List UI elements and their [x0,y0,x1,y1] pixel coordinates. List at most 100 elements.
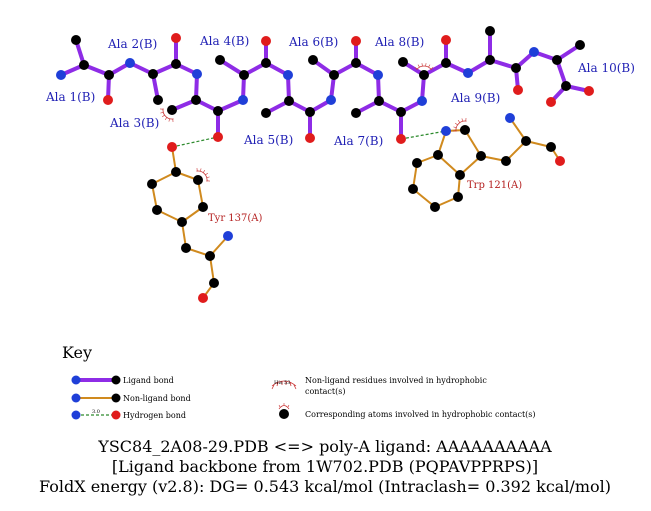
oxygen-atom [546,97,556,107]
oxygen-atom [584,86,594,96]
hydrophobic-arc [455,120,467,132]
key-hbond-atom-o [111,410,121,420]
key-ligand-bond-atom-n [71,375,81,385]
carbon-atom [501,156,511,166]
hydrophobic-arc-tick [206,176,210,178]
residue-label-ala9: Ala 9(B) [450,91,500,105]
carbon-atom [209,278,219,288]
carbon-atom [351,58,361,68]
carbon-atom [171,59,181,69]
residue-label-ala4: Ala 4(B) [199,34,249,48]
oxygen-atom [167,142,177,152]
carbon-atom [552,55,562,65]
carbon-atom [104,70,114,80]
nitrogen-atom [192,69,202,79]
carbon-atom [205,251,215,261]
residue-label-trp121: Trp 121(A) [467,180,522,191]
key-hydrophobic-residues-label-2: contact(s) [305,387,345,396]
hydrophobic-arc-tick [205,172,209,176]
hydrophobic-arc [416,65,432,71]
residue-label-ala1: Ala 1(B) [45,90,95,104]
key-hydrophobic-arc-icon [271,380,297,390]
hydrogen-bond [400,130,447,140]
carbon-atom [305,107,315,117]
key-hbond-distance: 3.0 [92,409,100,415]
carbon-atom [148,69,158,79]
carbon-atom [261,58,271,68]
key-hbond-label: Hydrogen bond [123,411,186,420]
hydrophobic-arc [162,108,174,120]
oxygen-atom [555,156,565,166]
carbon-atom [329,70,339,80]
hydrophobic-arc-tick [164,117,168,121]
nitrogen-atom [505,113,515,123]
carbon-atom [177,217,187,227]
oxygen-atom [261,36,271,46]
carbon-atom [546,142,556,152]
carbon-atom [419,70,429,80]
nitrogen-atom [529,47,539,57]
nitrogen-atom [283,70,293,80]
nitrogen-atom [223,231,233,241]
nitrogen-atom [373,70,383,80]
caption-line-1: YSC84_2A08-29.PDB <=> poly-A ligand: AAA… [97,437,552,456]
carbon-atom [430,202,440,212]
carbon-atom [485,26,495,36]
carbon-atom [79,60,89,70]
hydrophobic-arc-tick [428,64,431,68]
oxygen-atom [396,134,406,144]
key-panel: Key Ligand bond Non-ligand bond 3.0 Hydr… [62,343,536,420]
carbon-atom [171,167,181,177]
carbon-atom [152,205,162,215]
key-hydrophobic-atoms-label: Corresponding atoms involved in hydropho… [305,410,536,419]
key-ligand-bond-atom-c [111,375,121,385]
hydrophobic-arc-tick [421,63,423,67]
hydrophobic-arc-tick [425,63,427,67]
hydrophobic-arc-tick [200,168,202,172]
hydrophobic-arc-tick [161,114,165,118]
oxygen-atom [198,293,208,303]
hydrophobic-arc-tick [430,67,434,70]
key-title: Key [62,343,92,362]
nitrogen-atom [463,68,473,78]
residue-label-ala2: Ala 2(B) [107,37,157,51]
atoms [56,26,594,303]
carbon-atom [561,81,571,91]
hydrophobic-arcs [160,63,467,182]
oxygen-atom [441,35,451,45]
carbon-atom [191,95,201,105]
residue-label-tyr137: Tyr 137(A) [208,213,262,224]
oxygen-atom [305,133,315,143]
carbon-atom [215,55,225,65]
hydrophobic-arc-tick [414,67,418,70]
oxygen-atom [513,85,523,95]
residue-label-ala10: Ala 10(B) [577,61,635,75]
carbon-atom [213,106,223,116]
hydrophobic-arc [196,170,208,182]
key-hydrophobic-sample-label: His 53 [274,380,290,386]
oxygen-atom [171,33,181,43]
carbon-atom [239,70,249,80]
carbon-atom [408,184,418,194]
carbon-atom [374,96,384,106]
key-hbond-atom-n [71,410,81,420]
key-hydrophobic-atom-icon [278,403,290,419]
carbon-atom [412,158,422,168]
carbon-atom [455,170,465,180]
residue-label-ala5: Ala 5(B) [243,133,293,147]
key-nonligand-bond-atom-n [71,393,81,403]
carbon-atom [147,179,157,189]
nitrogen-atom [125,58,135,68]
nitrogen-atom [441,126,451,136]
key-ligand-bond-label: Ligand bond [123,376,174,385]
carbon-atom [181,243,191,253]
hydrophobic-arc-tick [454,122,458,126]
nitrogen-atom [417,96,427,106]
hydrophobic-arc-tick [417,64,420,68]
hydrophobic-arc-tick [168,118,170,122]
hydrogen-bonds [171,130,447,148]
carbon-atom [398,57,408,67]
carbon-atom [575,40,585,50]
residue-label-ala8: Ala 8(B) [374,35,424,49]
